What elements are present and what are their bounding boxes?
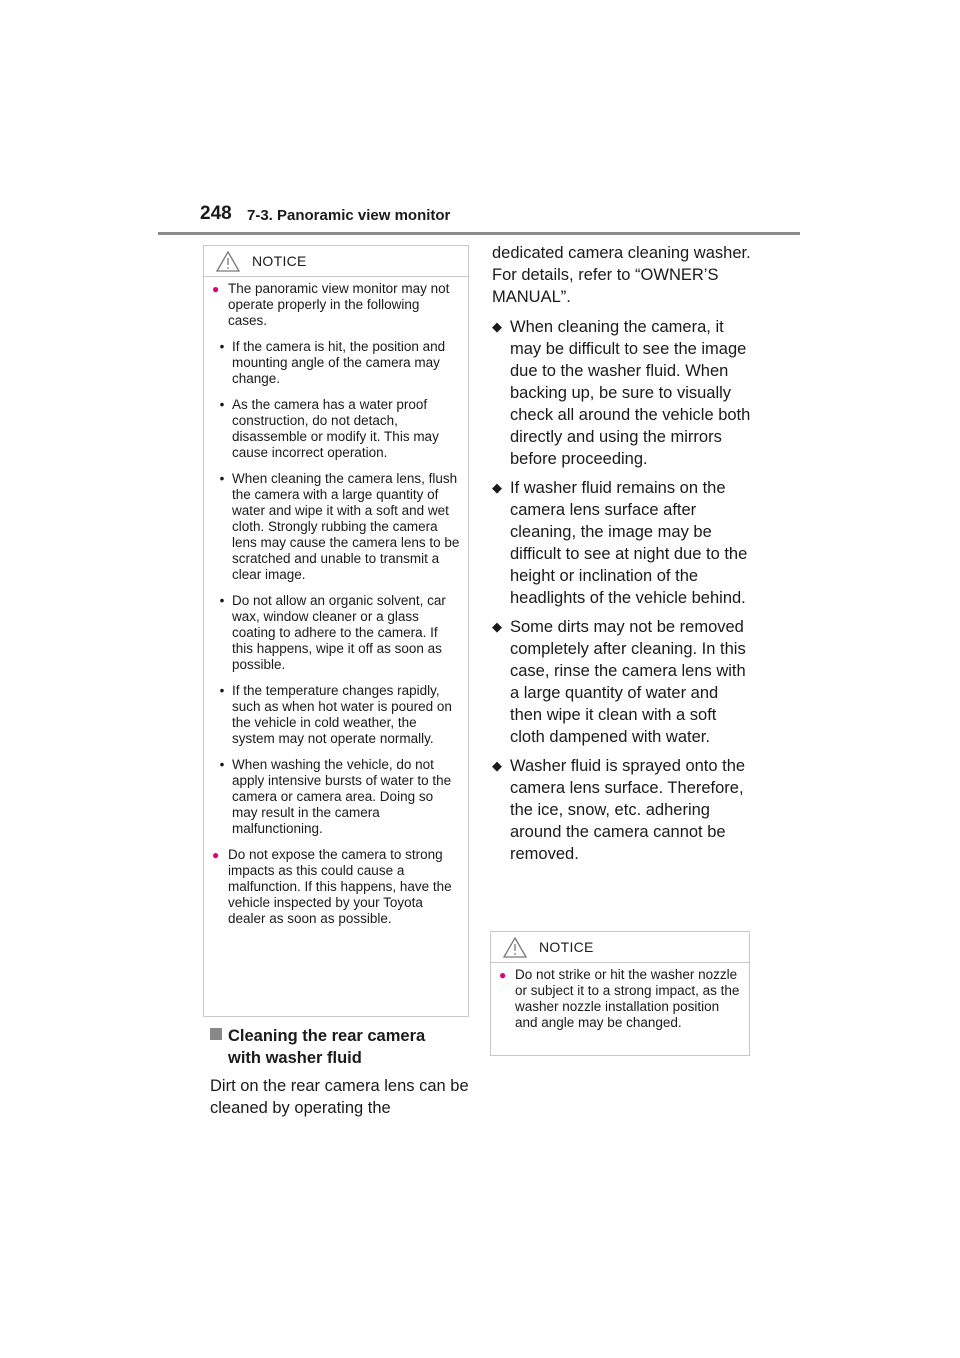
notice-dash-item: • When cleaning the camera lens, flush t… — [212, 471, 460, 583]
diamond-bullet-icon: ◆ — [492, 758, 502, 773]
notice-text: Do not strike or hit the washer nozzle o… — [515, 967, 740, 1030]
body-paragraph: dedicated camera cleaning washer. For de… — [492, 244, 751, 306]
notice-text: When washing the vehicle, do not apply i… — [232, 757, 452, 836]
notice-header: NOTICE — [491, 932, 749, 963]
list-item-text: Washer fluid is sprayed onto the camera … — [510, 757, 746, 863]
list-item-text: If washer fluid remains on the camera le… — [510, 479, 748, 607]
dash-bullet-icon: • — [219, 757, 225, 772]
notice-text: If the temperature changes rapidly, such… — [232, 683, 452, 746]
header-rule — [158, 232, 800, 235]
square-bullet-icon — [210, 1028, 222, 1040]
notice-box: NOTICE ● Do not strike or hit the washer… — [490, 931, 750, 1056]
notice-dash-item: • If the temperature changes rapidly, su… — [212, 683, 460, 747]
warning-icon — [503, 937, 527, 958]
right-column: dedicated camera cleaning washer. For de… — [492, 242, 752, 872]
notice-dash-item: • As the camera has a water proof constr… — [212, 397, 460, 461]
page-header: 248 7-3. Panoramic view monitor — [200, 203, 800, 235]
diamond-bullet-icon: ◆ — [492, 480, 502, 495]
dash-bullet-icon: • — [219, 397, 225, 412]
notice-body: ● Do not strike or hit the washer nozzle… — [491, 963, 749, 1047]
dash-bullet-icon: • — [219, 471, 225, 486]
page-number: 248 — [200, 203, 232, 224]
bullet-dot-icon: ● — [499, 968, 507, 982]
section-title: 7-3. Panoramic view monitor — [247, 207, 451, 224]
list-item: ◆ When cleaning the camera, it may be di… — [492, 316, 752, 470]
dash-bullet-icon: • — [219, 339, 225, 354]
dash-bullet-icon: • — [219, 593, 225, 608]
list-item-text: When cleaning the camera, it may be diff… — [510, 318, 751, 468]
notice-header: NOTICE — [204, 246, 468, 277]
notice-text: Do not expose the camera to strong impac… — [228, 847, 452, 926]
notice-text: Do not allow an organic solvent, car wax… — [232, 593, 446, 672]
bullet-dot-icon: ● — [212, 848, 220, 862]
notice-title: NOTICE — [539, 939, 594, 955]
list-item-text: Some dirts may not be removed completely… — [510, 618, 746, 746]
heading-line: Cleaning the rear camera — [228, 1027, 426, 1045]
warning-icon — [216, 251, 240, 272]
list-item: ◆ Washer fluid is sprayed onto the camer… — [492, 755, 752, 865]
list-item: ◆ If washer fluid remains on the camera … — [492, 477, 752, 609]
notice-dash-item: • When washing the vehicle, do not apply… — [212, 757, 460, 837]
notice-bullet: ● The panoramic view monitor may not ope… — [212, 281, 460, 329]
notice-dash-item: • Do not allow an organic solvent, car w… — [212, 593, 460, 673]
heading-line: with washer fluid — [228, 1049, 362, 1067]
notice-bullet: ● Do not strike or hit the washer nozzle… — [499, 967, 741, 1031]
notice-box: NOTICE ● The panoramic view monitor may … — [203, 245, 469, 1017]
notice-dash-item: • If the camera is hit, the position and… — [212, 339, 460, 387]
notice-body: ● The panoramic view monitor may not ope… — [204, 277, 468, 943]
list-item: ◆ Some dirts may not be removed complete… — [492, 616, 752, 748]
dash-bullet-icon: • — [219, 683, 225, 698]
notice-title: NOTICE — [252, 253, 307, 269]
notice-text: As the camera has a water proof construc… — [232, 397, 439, 460]
notice-text: If the camera is hit, the position and m… — [232, 339, 446, 386]
diamond-bullet-icon: ◆ — [492, 619, 502, 634]
bullet-dot-icon: ● — [212, 282, 220, 296]
notice-text: When cleaning the camera lens, flush the… — [232, 471, 460, 582]
notice-text: The panoramic view monitor may not opera… — [228, 281, 450, 328]
body-paragraph: Dirt on the rear camera lens can be clea… — [210, 1077, 469, 1117]
section-heading: Cleaning the rear camera with washer flu… — [210, 1025, 480, 1069]
diamond-bullet-icon: ◆ — [492, 319, 502, 334]
notice-bullet: ● Do not expose the camera to strong imp… — [212, 847, 460, 927]
